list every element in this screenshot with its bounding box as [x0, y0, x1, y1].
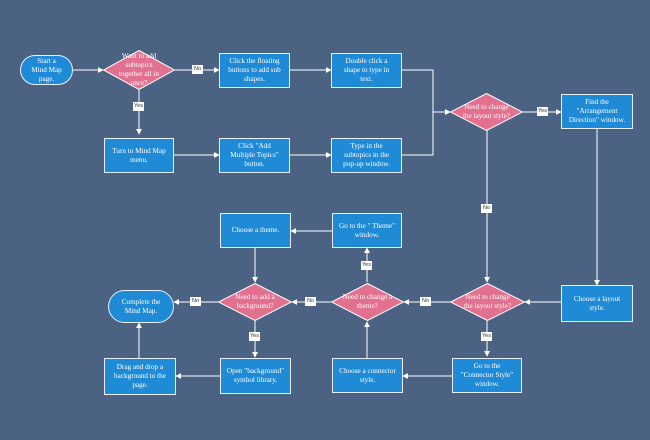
complete-label: Complete the Mind Map.: [121, 297, 161, 315]
process-type-subtopics[interactable]: Type in the subtopics in the pop-up wind…: [331, 138, 402, 173]
process-double-click-label: Double click a shape to type in text.: [343, 57, 390, 83]
process-find-arrangement-label: Find the "Arrangement Direction" window.: [568, 98, 626, 124]
decision-add-background-label: Need to add a background?: [235, 293, 275, 310]
process-open-background-label: Open "background" symbol library.: [226, 367, 285, 384]
process-find-arrangement[interactable]: Find the "Arrangement Direction" window.: [561, 94, 633, 129]
process-go-connector-label: Go to the "Connector Style" window.: [460, 362, 514, 388]
decision-diamond-shape: [103, 50, 175, 90]
decision-change-layout-2-label: Need to change the layout style?: [463, 293, 512, 310]
decision-diamond-shape: [450, 283, 525, 321]
process-choose-layout[interactable]: Choose a layout style.: [561, 285, 633, 322]
start-label: Start a Mind Map page.: [31, 56, 62, 83]
edge-label-no: No: [190, 297, 201, 306]
process-type-subtopics-label: Type in the subtopics in the pop-up wind…: [343, 142, 390, 168]
process-choose-theme-label: Choose a theme.: [231, 226, 280, 234]
edge-label-no: No: [305, 297, 316, 306]
decision-change-theme[interactable]: Need to change a theme?: [331, 283, 404, 321]
decision-add-background[interactable]: Need to add a background?: [218, 283, 292, 321]
edge-label-yes: Yes: [361, 261, 372, 270]
process-choose-theme[interactable]: Choose a theme.: [220, 213, 291, 248]
edge-double-click-to-q-layout1: [402, 69, 451, 115]
decision-diamond-shape: [218, 283, 292, 321]
process-turn-to-menu[interactable]: Turn to Mind Map menu.: [104, 138, 174, 173]
process-click-floating-label: Click the floating buttons to add sub sh…: [228, 57, 281, 83]
complete-terminal[interactable]: Complete the Mind Map.: [108, 290, 174, 323]
process-click-floating[interactable]: Click the floating buttons to add sub sh…: [219, 53, 290, 88]
start-terminal[interactable]: Start a Mind Map page.: [20, 55, 73, 85]
decision-add-subtopics[interactable]: Want to add subtopics together all in on…: [103, 50, 175, 90]
decision-change-layout-2[interactable]: Need to change the layout style?: [450, 283, 525, 321]
process-drag-background[interactable]: Drag and drop a background to the page.: [104, 358, 176, 395]
process-double-click[interactable]: Double click a shape to type in text.: [331, 53, 402, 88]
process-drag-background-label: Drag and drop a background to the page.: [114, 363, 166, 389]
edge-label-yes: Yes: [481, 332, 492, 341]
process-go-theme[interactable]: Go to the " Theme" window.: [332, 213, 402, 248]
process-go-connector[interactable]: Go to the "Connector Style" window.: [452, 358, 522, 393]
edge-type-subtopics-to-q-layout1: [402, 109, 451, 156]
process-turn-to-menu-label: Turn to Mind Map menu.: [112, 146, 166, 164]
decision-diamond-shape: [450, 93, 523, 131]
edge-label-yes: Yes: [249, 332, 260, 341]
edge-label-yes: Yes: [537, 107, 548, 116]
edge-label-yes: Yes: [133, 102, 144, 111]
process-choose-connector[interactable]: Choose a connector style.: [332, 358, 403, 393]
decision-add-subtopics-label: Want to add subtopics together all in on…: [119, 52, 159, 87]
process-go-theme-label: Go to the " Theme" window.: [338, 221, 396, 239]
edge-label-no: No: [420, 297, 431, 306]
decision-change-layout-1-label: Need to change the layout style?: [462, 103, 511, 120]
decision-diamond-shape: [331, 283, 404, 321]
process-click-add-multiple-label: Click "Add Multiple Topics" button.: [230, 142, 279, 168]
decision-change-theme-label: Need to change a theme?: [342, 293, 393, 310]
process-click-add-multiple[interactable]: Click "Add Multiple Topics" button.: [219, 138, 290, 173]
process-choose-connector-label: Choose a connector style.: [339, 366, 396, 384]
process-choose-layout-label: Choose a layout style.: [573, 294, 621, 312]
edge-label-no: No: [481, 204, 492, 213]
edge-label-no: No: [192, 65, 203, 74]
decision-change-layout-1[interactable]: Need to change the layout style?: [450, 93, 523, 131]
process-open-background[interactable]: Open "background" symbol library.: [220, 358, 291, 394]
